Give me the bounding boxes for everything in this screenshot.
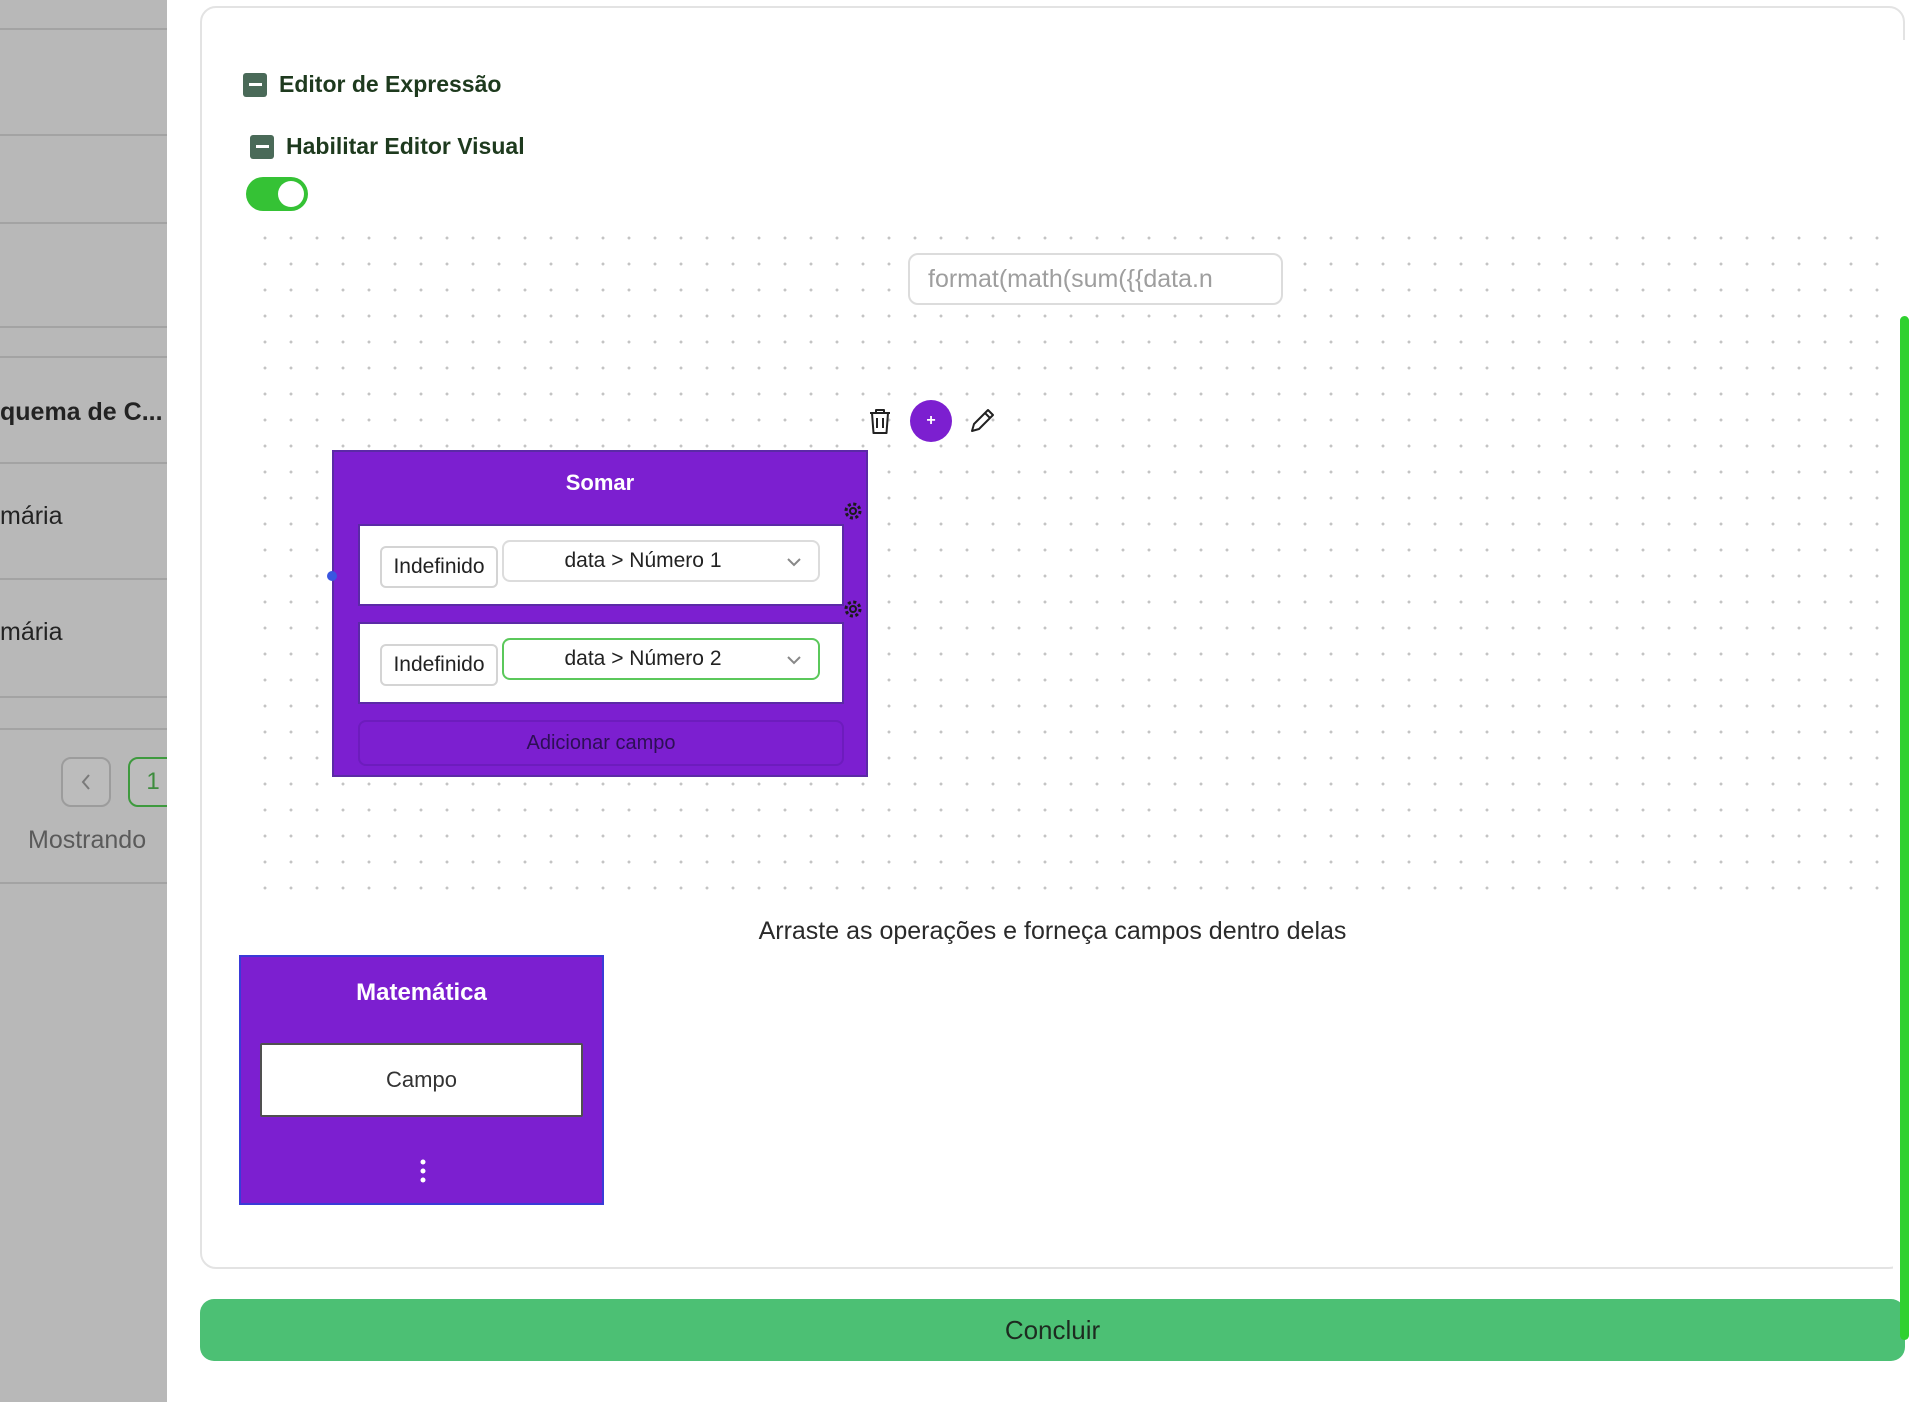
operation-field-row: Indefinido data > Número 2	[358, 622, 844, 704]
pencil-icon	[971, 409, 994, 432]
row-divider	[0, 326, 167, 328]
row-divider	[0, 462, 167, 464]
add-field-button[interactable]: Adicionar campo	[358, 720, 844, 766]
chevron-down-icon	[787, 656, 801, 665]
row-divider	[0, 222, 167, 224]
pagination-page-button[interactable]: 1	[128, 757, 167, 807]
add-node-button[interactable]: +	[910, 400, 952, 442]
background-row-name: mária	[0, 618, 63, 646]
gear-icon[interactable]	[842, 598, 864, 620]
toggle-knob	[278, 181, 304, 207]
math-palette: Matemática Campo	[239, 955, 604, 1205]
visual-editor-label: Habilitar Editor Visual	[286, 133, 525, 159]
trash-icon	[870, 409, 890, 434]
row-divider	[0, 578, 167, 580]
operation-field-row: Indefinido data > Número 1	[358, 524, 844, 606]
more-vertical-icon[interactable]	[408, 1157, 438, 1185]
field-select-value: data > Número 2	[564, 647, 722, 670]
visual-editor-toggle[interactable]	[246, 177, 308, 211]
delete-node-button[interactable]	[860, 400, 900, 442]
field-type-button[interactable]: Indefinido	[380, 546, 498, 588]
field-select-value: data > Número 1	[564, 549, 722, 572]
collapse-icon[interactable]	[250, 134, 274, 159]
pagination-prev-button[interactable]	[61, 757, 111, 807]
palette-item-field[interactable]: Campo	[260, 1043, 583, 1117]
gear-icon[interactable]	[842, 500, 864, 522]
expression-input[interactable]	[908, 253, 1283, 305]
chevron-down-icon	[787, 558, 801, 567]
collapse-icon[interactable]	[243, 72, 267, 97]
background-page: quema de C... mária mária 1 Mostrando	[0, 0, 167, 1402]
drag-hint-text: Arraste as operações e forneça campos de…	[758, 917, 1347, 945]
edit-node-button[interactable]	[962, 400, 1002, 442]
row-divider	[0, 28, 167, 30]
row-divider	[0, 134, 167, 136]
row-divider	[0, 728, 167, 730]
section-title: Editor de Expressão	[279, 71, 502, 97]
field-type-button[interactable]: Indefinido	[380, 644, 498, 686]
pagination-showing-text: Mostrando	[28, 826, 147, 854]
background-row-name: quema de C...	[0, 398, 163, 426]
field-select[interactable]: data > Número 2	[502, 638, 820, 680]
scrollbar-thumb[interactable]	[1900, 316, 1909, 1340]
background-row-name: mária	[0, 502, 63, 530]
visual-editor-header[interactable]: Habilitar Editor Visual	[250, 133, 525, 160]
row-divider	[0, 696, 167, 698]
chevron-left-icon	[81, 774, 90, 790]
sum-operation-block[interactable]: Somar Indefinido data > Número 1 Indefin…	[332, 450, 868, 777]
done-button[interactable]: Concluir	[200, 1299, 1905, 1361]
connector-handle[interactable]	[327, 571, 337, 581]
node-toolbar: +	[860, 400, 1002, 442]
row-divider	[0, 356, 167, 358]
operation-title: Somar	[565, 470, 635, 495]
expression-editor-header[interactable]: Editor de Expressão	[243, 71, 501, 98]
field-select[interactable]: data > Número 1	[502, 540, 820, 582]
row-divider	[0, 882, 167, 884]
palette-title: Matemática	[356, 979, 487, 1006]
